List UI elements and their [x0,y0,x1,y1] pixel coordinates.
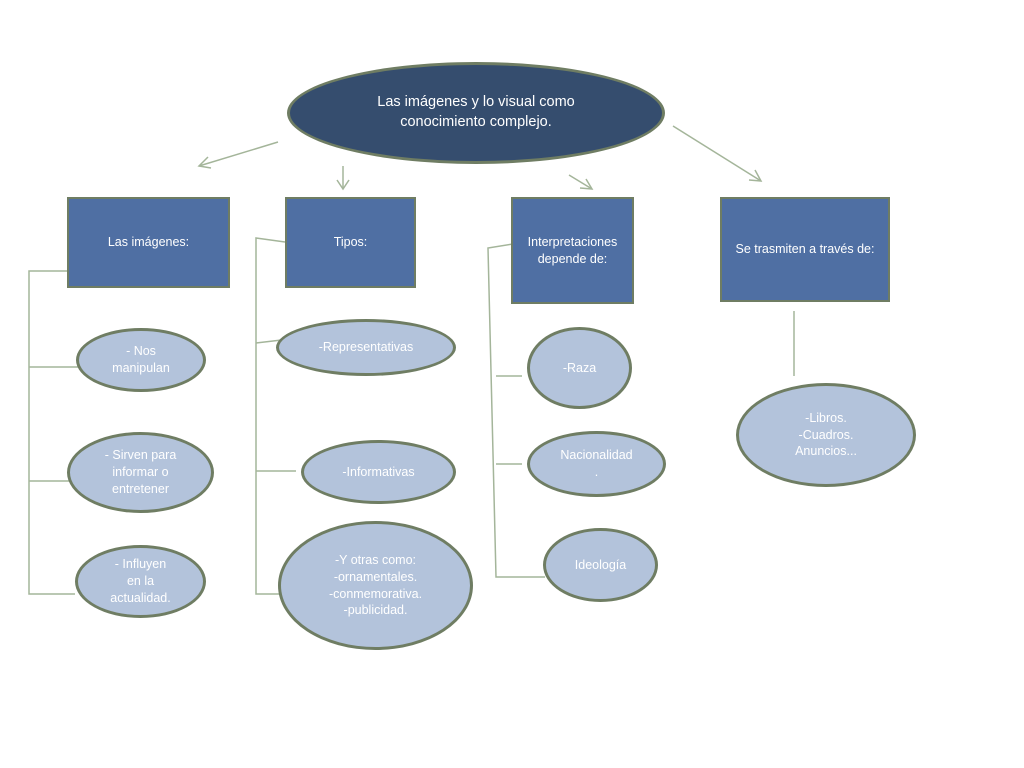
category-label: Interpretaciones depende de: [527,234,618,266]
arrow-to-las-imagenes [197,141,279,169]
item-oval-representativas: -Representativas [276,319,456,376]
bracket-interpretaciones [487,243,545,578]
item-label: -Informativas [342,464,415,479]
item-label: -Y otras como: -ornamentales. -conmemora… [328,552,423,618]
item-oval-nos-manipulan: - Nos manipulan [76,328,206,392]
item-oval-raza: -Raza [527,327,632,409]
item-label: Nacionalidad . [560,448,633,479]
category-box-las-imagenes: Las imágenes: [67,197,230,288]
root-concept-label: Las imágenes y lo visual como conocimien… [377,94,575,130]
category-label: Tipos: [333,235,368,250]
item-oval-sirven-para: - Sirven para informar o entretener [67,432,214,513]
arrow-to-tipos [336,166,350,191]
item-label: -Raza [562,360,597,375]
item-oval-otras-como: -Y otras como: -ornamentales. -conmemora… [278,521,473,650]
category-label: Las imágenes: [107,235,190,250]
category-box-tipos: Tipos: [285,197,416,288]
root-concept-ellipse: Las imágenes y lo visual como conocimien… [287,62,665,164]
bracket-las-imagenes [28,270,84,595]
item-label: -Representativas [318,340,414,355]
item-oval-informativas: -Informativas [301,440,456,504]
item-label: - Sirven para informar o entretener [104,448,177,496]
category-box-se-trasmiten: Se trasmiten a través de: [720,197,890,302]
item-label: - Nos manipulan [112,344,170,375]
item-oval-libros-cuadros: -Libros. -Cuadros. Anuncios... [736,383,916,487]
category-label: Se trasmiten a través de: [735,242,875,257]
item-label: Ideología [574,557,627,572]
item-oval-influyen: - Influyen en la actualidad. [75,545,206,618]
arrow-to-interpretaciones [568,174,594,190]
arrow-to-se-trasmiten [672,125,763,182]
item-oval-ideologia: Ideología [543,528,658,602]
category-box-interpretaciones: Interpretaciones depende de: [511,197,634,304]
item-oval-nacionalidad: Nacionalidad . [527,431,666,497]
bracket-tipos [255,237,296,595]
item-label: -Libros. -Cuadros. Anuncios... [795,410,857,459]
item-label: - Influyen en la actualidad. [110,557,171,605]
